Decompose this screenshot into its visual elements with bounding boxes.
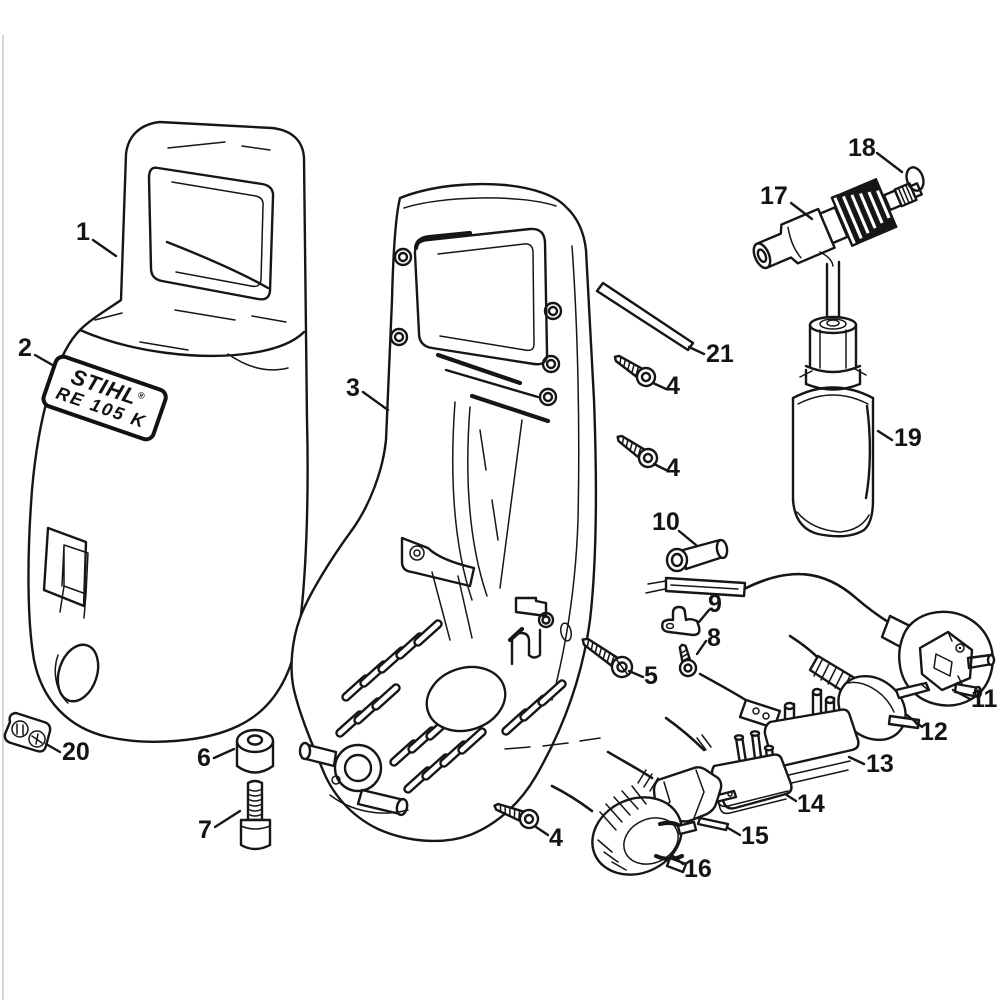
pin-bushing: [665, 538, 729, 573]
hose-boss: [298, 741, 409, 817]
australian-plug: [788, 634, 931, 742]
part-callout-3: 3: [346, 374, 360, 402]
spacer-roller: [235, 728, 275, 774]
part-callout-18: 18: [848, 134, 876, 162]
part-callout-7: 7: [198, 816, 212, 844]
part-callout-2: 2: [18, 334, 32, 362]
part-callout-4c: 4: [549, 824, 563, 852]
power-cord: [645, 572, 900, 630]
part-callout-8: 8: [707, 624, 721, 652]
screw-5: [575, 630, 638, 683]
twist-lock-plug: [550, 784, 698, 876]
part-callout-4b: 4: [666, 454, 680, 482]
leader-lines: [33, 151, 972, 866]
part-callout-17: 17: [760, 182, 788, 210]
part-callout-16: 16: [684, 855, 712, 883]
screw-8: [673, 641, 699, 679]
part-callout-21: 21: [706, 340, 734, 368]
right-housing-shell: [290, 182, 601, 843]
euro-plug: [880, 610, 996, 707]
socket-bolt: [239, 779, 272, 851]
rating-plate: [3, 711, 52, 753]
part-callout-5: 5: [644, 662, 658, 690]
label-strip: [595, 281, 695, 352]
part-callout-1: 1: [76, 218, 90, 246]
spray-nozzle: [752, 177, 923, 324]
part-callout-19: 19: [894, 424, 922, 452]
left-housing-shell: [27, 120, 309, 743]
part-callout-6: 6: [197, 744, 211, 772]
registered-mark: ®: [136, 389, 147, 402]
screw-4a: [608, 348, 660, 391]
cable-clamp: [661, 605, 701, 637]
part-callout-15: 15: [741, 822, 769, 850]
scan-edge-line: [2, 35, 4, 1000]
o-ring: [905, 166, 925, 192]
part-callout-14: 14: [797, 790, 825, 818]
part-callout-13: 13: [866, 750, 894, 778]
part-callout-20: 20: [62, 738, 90, 766]
detergent-bottle: [791, 315, 875, 538]
part-callout-11: 11: [971, 685, 998, 713]
part-callout-4a: 4: [666, 372, 680, 400]
part-callout-10: 10: [652, 508, 680, 536]
part-callout-9: 9: [708, 590, 722, 618]
part-callout-12: 12: [920, 718, 948, 746]
